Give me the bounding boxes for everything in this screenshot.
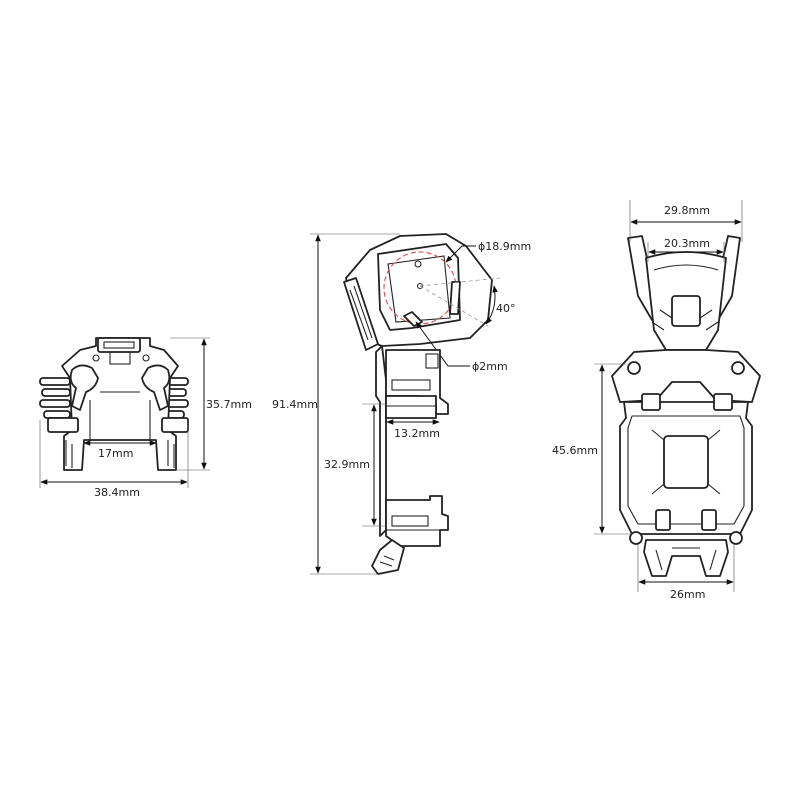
back-tab-bottom-left	[655, 509, 671, 531]
side-hole-diameter-label: ϕ2mm	[472, 360, 508, 373]
side-lower-clip	[385, 495, 449, 547]
back-height-label: 45.6mm	[552, 444, 598, 457]
back-screw-right	[731, 361, 745, 375]
front-foot-right	[161, 417, 189, 433]
side-angle-line-b	[419, 285, 489, 327]
side-lower-height-label: 32.9mm	[324, 458, 370, 471]
back-center-window	[663, 435, 709, 489]
side-spine	[375, 345, 387, 537]
side-angle-label: 40°	[496, 302, 516, 315]
front-fins-left	[39, 377, 71, 419]
back-view: 29.8mm 20.3mm 45.6mm 26mm	[552, 200, 761, 601]
front-foot-left	[47, 417, 79, 433]
back-inner-width-label: 20.3mm	[664, 237, 710, 250]
back-upper-window	[671, 295, 701, 327]
front-arm-right	[141, 364, 171, 411]
front-width-label: 38.4mm	[94, 486, 140, 499]
side-angle-arc	[485, 285, 498, 325]
side-view: 40° ϕ18.9mm ϕ2mm 91.4mm	[272, 233, 531, 575]
back-tab-top-left	[641, 393, 661, 411]
back-screw-left	[627, 361, 641, 375]
front-inner-label: 17mm	[98, 447, 133, 460]
back-bottom-latch	[643, 539, 729, 577]
side-total-height-label: 91.4mm	[272, 398, 318, 411]
back-screw-bottom-right	[729, 531, 743, 545]
back-top-width-label: 29.8mm	[664, 204, 710, 217]
side-slot-right	[449, 281, 461, 315]
side-rail	[385, 395, 437, 419]
front-arm-left	[69, 364, 99, 411]
back-tab-bottom-right	[701, 509, 717, 531]
back-shoulder	[611, 349, 761, 403]
side-angle-line-a	[419, 277, 501, 287]
back-bottom-width-label: 26mm	[670, 588, 705, 601]
front-inner-opening	[89, 391, 151, 440]
side-latch	[371, 539, 405, 575]
front-view: 35.7mm 17mm 38.4mm	[39, 337, 252, 499]
side-disc-diameter-label: ϕ18.9mm	[478, 240, 531, 253]
side-depth-label: 13.2mm	[394, 427, 440, 440]
back-screw-bottom-left	[629, 531, 643, 545]
front-height-label: 35.7mm	[206, 398, 252, 411]
back-tab-top-right	[713, 393, 733, 411]
